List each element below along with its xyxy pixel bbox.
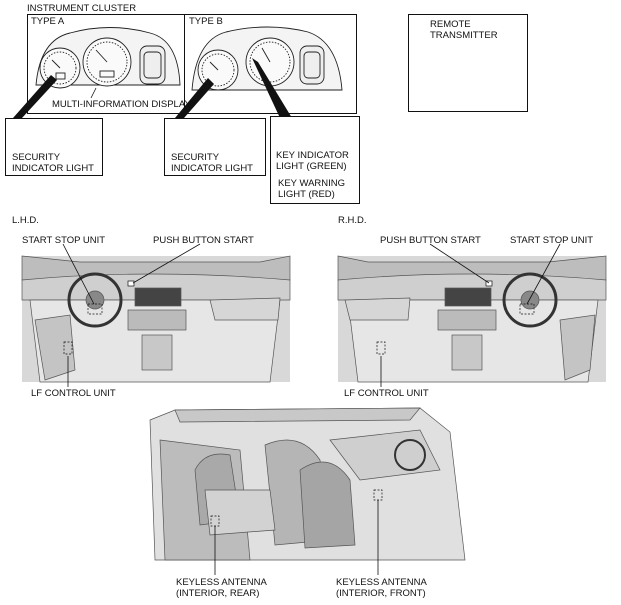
- security-b-line1: SECURITY: [171, 152, 220, 163]
- security-indicator-callout-b: [164, 118, 266, 176]
- security-indicator-callout-a: [5, 118, 103, 176]
- lhd-start-stop-unit-label: START STOP UNIT: [22, 235, 106, 246]
- keyless-antenna-front-line1: KEYLESS ANTENNA: [336, 577, 427, 588]
- lhd-push-button-start-label: PUSH BUTTON START: [153, 235, 254, 246]
- rhd-dashboard-illustration: [337, 255, 607, 383]
- key-indicator-line2: LIGHT (GREEN): [276, 161, 347, 172]
- cluster-divider: [184, 14, 186, 114]
- interior-cabin-illustration: [149, 407, 466, 561]
- lhd-lf-control-unit-label: LF CONTROL UNIT: [31, 388, 116, 399]
- type-a-label: TYPE A: [31, 16, 65, 27]
- keyless-antenna-rear-line1: KEYLESS ANTENNA: [176, 577, 267, 588]
- leader-lines: [62, 243, 561, 575]
- security-b-line2: INDICATOR LIGHT: [171, 163, 253, 174]
- lhd-dashboard-illustration: [21, 255, 291, 383]
- rhd-push-button-start-label: PUSH BUTTON START: [380, 235, 481, 246]
- callout-leaders: [13, 58, 292, 118]
- multi-information-display-label: MULTI-INFORMATION DISPLAY: [52, 99, 191, 110]
- remote-transmitter-frame: [408, 14, 528, 112]
- type-b-label: TYPE B: [189, 16, 223, 27]
- key-warning-line1: KEY WARNING: [278, 178, 346, 189]
- security-a-line2: INDICATOR LIGHT: [12, 163, 94, 174]
- lhd-label: L.H.D.: [12, 215, 39, 226]
- instrument-cluster-title: INSTRUMENT CLUSTER: [27, 3, 137, 14]
- remote-label-line2: TRANSMITTER: [430, 30, 498, 41]
- key-warning-line2: LIGHT (RED): [278, 189, 335, 200]
- key-indicator-callout: [270, 116, 360, 204]
- rhd-lf-control-unit-label: LF CONTROL UNIT: [344, 388, 429, 399]
- remote-label-line1: REMOTE: [430, 19, 471, 30]
- cluster-type-b-illustration: [191, 26, 343, 91]
- key-indicator-line1: KEY INDICATOR: [276, 150, 349, 161]
- rhd-start-stop-unit-label: START STOP UNIT: [510, 235, 594, 246]
- keyless-antenna-front-line2: (INTERIOR, FRONT): [336, 588, 426, 599]
- cluster-type-a-illustration: [35, 27, 181, 89]
- keyless-antenna-rear-line2: (INTERIOR, REAR): [176, 588, 260, 599]
- security-a-line1: SECURITY: [12, 152, 61, 163]
- rhd-label: R.H.D.: [338, 215, 367, 226]
